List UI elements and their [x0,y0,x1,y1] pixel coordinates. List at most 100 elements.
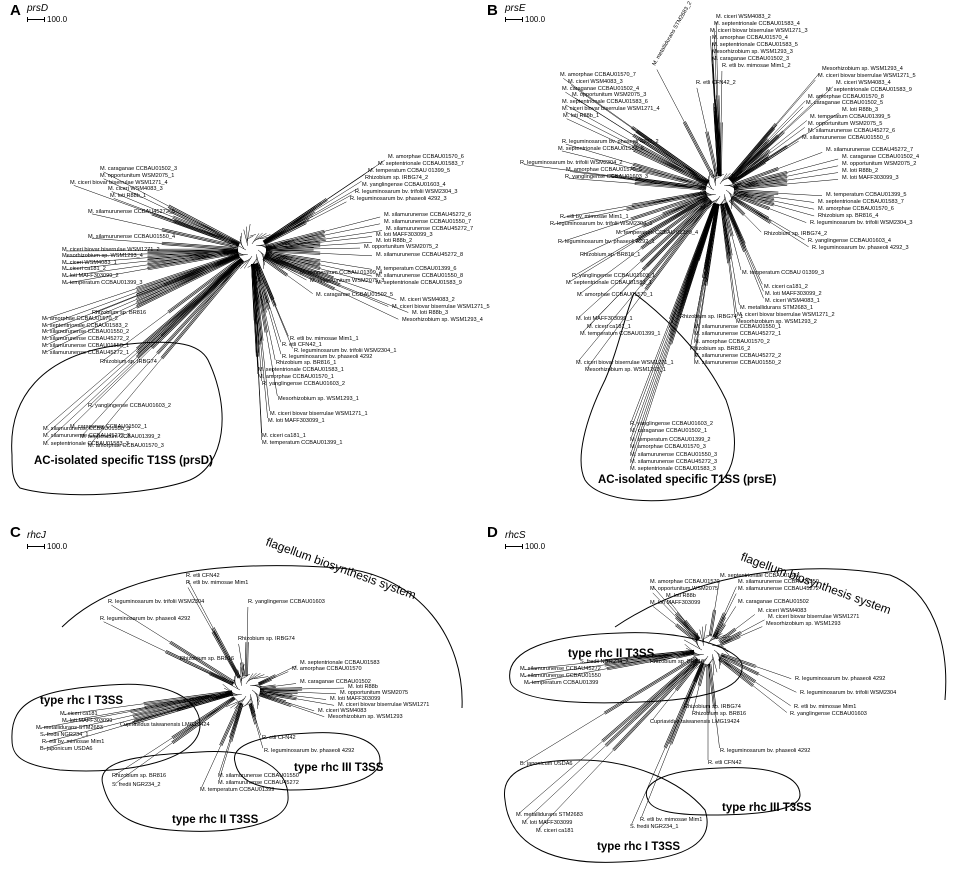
leaf-label: M. loti MAFF303099 [62,718,112,724]
panel-c-group-ii-outline [101,751,289,832]
leaf-label: M. amorphae CCBAU01570_2 [694,339,770,345]
leaf-label: M. septentrionale CCBAU01583_6 [562,99,648,105]
scale-value: 100.0 [47,542,68,551]
leaf-label: M. ciceri WSM4083_4 [836,80,891,86]
leaf-label: M. temperatum CCBAU01399_3 [62,280,143,286]
leaf-label: R. leguminosarum bv. trifolii WSM2304 [108,599,204,605]
leaf-label: M. septentrionale CCBAU01583_1 [566,280,652,286]
leaf-label: M. opportunitum WSM2075_2 [364,244,438,250]
leaf-label: M. ciceri biovar biserrulae WSM1271_1 [576,360,674,366]
leaf-label: R. yanglingense CCBAU01603 [790,711,867,717]
leaf-label: M. ciceri WSM4083_3 [108,186,163,192]
leaf-label: R. leguminosarum bv. trifolii WSM2304_1 [294,348,397,354]
leaf-label: M. caraganae CCBAU01502_3 [712,56,789,62]
leaf-label: M. ciceri biovar biserrulae WSM1271_4 [70,180,168,186]
leaf-label: M. silamurunense CCBAU45272_2 [42,336,129,342]
leaf-label: R. yanglingense CCBAU01603_2 [262,381,345,387]
leaf-label: M. ciceri ca181 [536,828,574,834]
panel-d-group-i-label: type rhc I T3SS [597,841,680,853]
leaf-label: M. loti MAFF303099_2 [765,291,822,297]
leaf-label: M. ciceri biovar biserrulae WSM1271_5 [818,73,916,79]
scale-value: 100.0 [525,542,546,551]
scale-bar [505,544,523,550]
leaf-label: M. opportunitum WSM2075 [340,690,408,696]
leaf-label: S. fredii NGR234_2 [580,659,629,665]
leaf-label: M. septentrionale CCBAU01583_3 [630,466,716,472]
leaf-label: M. ciceri ca181_2 [62,266,106,272]
leaf-label: M. amorphae CCBAU01570_4 [712,35,788,41]
leaf-label: R. yanglingense CCBAU01603_1 [572,273,655,279]
scale-bar [505,17,523,23]
leaf-label: Mesorhizobium sp. WSM1293 [328,714,403,720]
panel-a-gene: prsD [27,3,49,14]
leaf-label: R. leguminosarum bv. trifolii WSM2304_3 [355,189,458,195]
leaf-label: M. ciceri ca181_1 [587,324,631,330]
leaf-label: M. temperatum CCBAU01399 [524,680,598,686]
leaf-label: R. leguminosarum bv. phaseoli 4292_3 [350,196,447,202]
leaf-label: M. amorphae CCBAU01570 [292,666,362,672]
leaf-label: M. silamurunense CCBAU45272_1 [42,350,129,356]
leaf-label: M. opportunitum WSM2075_5 [808,121,882,127]
leaf-label: Mesorhizobium sp. WSM1293_4 [62,253,143,259]
leaf-label: M. ciceri biovar biserrulae WSM1271_3 [710,28,808,34]
leaf-label: Mesorhizobium sp. WSM1293_1 [585,367,666,373]
panel-d-group-iii-label: type rhc III T3SS [722,802,812,814]
leaf-label: R. leguminosarum bv. phaseoli 4292 [282,354,372,360]
leaf-label: M. temperatum CCBAU01399_5 [810,114,891,120]
leaf-label: M. caraganae CCBAU01502_5 [806,100,883,106]
panel-a-letter: A [10,2,21,19]
leaf-label: S. fredii NGR234_1 [40,732,89,738]
leaf-label: R. etli bv. mimosae Mim1 [640,817,702,823]
leaf-label: M. temperatum CCBAU 01399_3 [742,270,824,276]
leaf-label: M. loti MAFF303099_3 [376,232,433,238]
leaf-label: R. etli CFN42 [186,573,220,579]
leaf-label: M. temperatum CCBAU01399_6 [376,266,457,272]
leaf-label: M. loti R88b_2 [842,168,878,174]
leaf-label: M. septentrionale CCBAU01583_4 [714,21,800,27]
leaf-label: R. yanglingense CCBAU01603_4 [808,238,891,244]
leaf-label: M. amorphae CCBAU01570_6 [818,206,894,212]
panel-c-group-i-label: type rhc I T3SS [40,695,123,707]
leaf-label: M. caraganae CCBAU01502_5 [316,292,393,298]
leaf-label: M. silamurunense CCBAU01550_4 [88,234,175,240]
leaf-label: M. temperatum CCBAU 01399_4 [616,230,698,236]
leaf-label: M. silamurunense CCBAU01550_7 [384,219,471,225]
leaf-label: R. etli bv. mimosae Mim1_1 [560,214,629,220]
leaf-label: M. silamurunense CCBAU01550_2 [42,329,129,335]
leaf-label: R. leguminosarum bv. phaseoli 4292_3 [812,245,909,251]
panel-d-system-arc [614,568,947,701]
leaf-label: M. silamurunense CCBAU01550_3 [43,426,130,432]
leaf-label: S. fredii NGR234_1 [630,824,679,830]
leaf-label: M. silamurunense CCBAU45272_1 [694,331,781,337]
leaf-label: M. amorphae CCBAU01570_1 [258,374,334,380]
leaf-label: Mesorhizobium sp. WSM1293_4 [402,317,483,323]
leaf-label: Rhizobium sp. BR816 [650,659,704,665]
panel-a-tree: R. yanglingense CCBAU01603_2 M. caraganae… [42,154,490,449]
leaf-label: Rhizobium sp. BR816_2 [690,346,750,352]
leaf-label: M. amorphae CCBAU01570_7 [560,72,636,78]
leaf-label: M. silamurunense CCBAU01550 [738,579,819,585]
scale-value: 100.0 [47,15,68,24]
leaf-label: Mesorhizobium sp. WSM1293_4 [822,66,903,72]
leaf-label: M. septentrionale CCBAU01583 [300,660,380,666]
leaf-label: M. yanglingense CCBAU01603_4 [362,182,446,188]
leaf-label: R. leguminosarum bv. trifolii WSM2304_1 [550,221,653,227]
leaf-label: Rhizobium sp. IRBG74_2 [365,175,428,181]
panel-c-scale: 100.0 [27,542,67,551]
leaf-label: M. caraganae CCBAU01502 [738,599,809,605]
leaf-label: M. loti MAFF303099_1 [576,316,633,322]
leaf-label: B. japonicum USDA6 [520,761,573,767]
panel-c-group-iii-label: type rhc III T3SS [294,762,384,774]
leaf-label: M. silamurunense CCBAU45272_5 [88,209,175,215]
leaf-label: M. silamurunense CCBAU45272 [738,586,819,592]
leaf-label: Rhizobium sp. IRBG74 [684,704,741,710]
leaf-label: M. ciceri biovar biserrulae WSM1271_1 [270,411,368,417]
leaf-label: M. ciceri WSM4083_2 [400,297,455,303]
leaf-label: R. leguminosarum bv. phaseoli 4292 [795,676,885,682]
leaf-label: R. leguminosarum bv. phaseoli 4292_2 [562,139,659,145]
leaf-label: R. etli bv. mimosae Mim1 [42,739,104,745]
panel-d-scale: 100.0 [505,542,545,551]
leaf-label: M. amorphae CCBAU01570_3 [630,444,706,450]
leaf-label: M. septentrionale CCBAU01583_5 [712,42,798,48]
